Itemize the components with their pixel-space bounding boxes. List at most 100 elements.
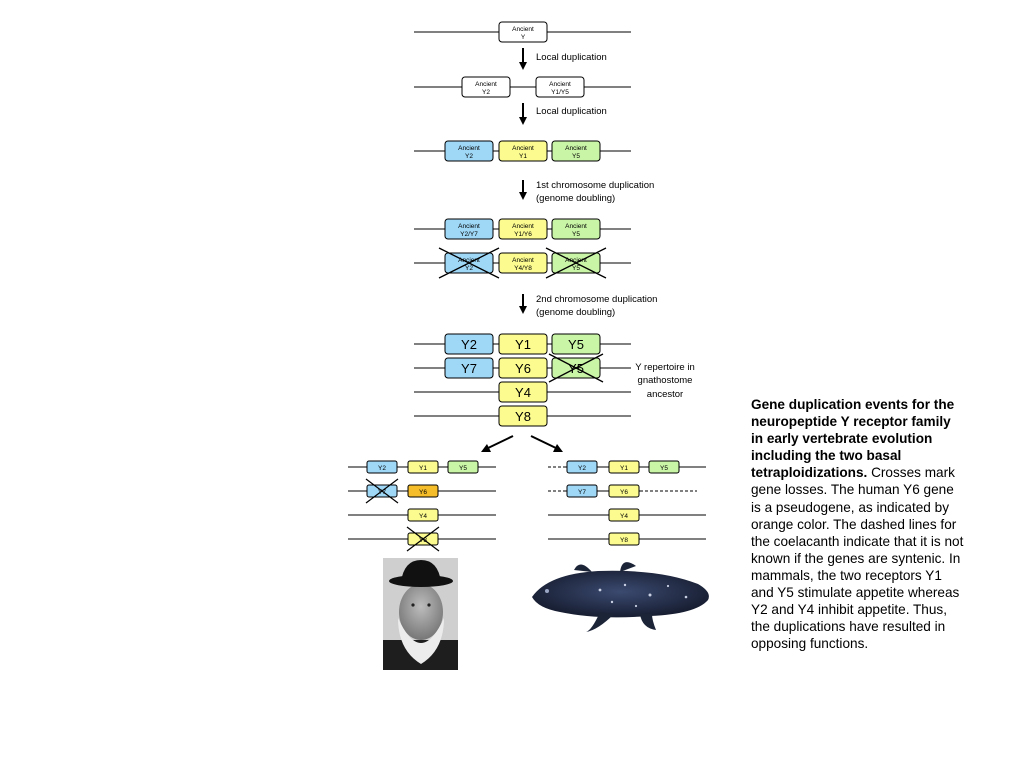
svg-text:Ancient: Ancient — [458, 223, 480, 230]
coelacanth-gene-y7: Y7 — [566, 484, 598, 498]
svg-text:Y8: Y8 — [515, 409, 531, 424]
svg-text:Y1/Y5: Y1/Y5 — [551, 89, 569, 96]
human-gene-y8-lost: Y8 — [406, 526, 440, 552]
svg-text:Y: Y — [521, 34, 526, 41]
gene-y8-ancestor: Y8 — [498, 405, 548, 427]
svg-text:Y2/Y7: Y2/Y7 — [460, 231, 478, 238]
svg-text:Y1: Y1 — [519, 153, 527, 160]
duplication-arrows — [481, 48, 563, 452]
gene-ancient-y2-y7: Ancient Y2/Y7 — [444, 218, 494, 240]
gene-ancient-y5-s4a: Ancient Y5 — [551, 218, 601, 240]
svg-text:Y5: Y5 — [459, 465, 467, 472]
svg-text:ancestor: ancestor — [647, 389, 683, 400]
gene-ancient-y1-y5: Ancient Y1/Y5 — [535, 76, 585, 98]
svg-text:Ancient: Ancient — [565, 145, 587, 152]
svg-text:Y4: Y4 — [419, 513, 427, 520]
human-gene-y5: Y5 — [447, 460, 479, 474]
step-label-4: 2nd chromosome duplication — [536, 294, 657, 305]
svg-text:Y5: Y5 — [572, 153, 580, 160]
step-label-1: Local duplication — [536, 52, 607, 63]
svg-text:Y repertoire in: Y repertoire in — [635, 362, 695, 373]
svg-text:Y4/Y8: Y4/Y8 — [514, 265, 532, 272]
svg-text:Y2: Y2 — [465, 153, 473, 160]
caption-title: Gene duplication events for the neuropep… — [751, 397, 955, 481]
svg-text:Y7: Y7 — [578, 489, 586, 496]
svg-text:Y5: Y5 — [568, 337, 584, 352]
gene-y5-ancestor-lost: Y5 — [548, 353, 604, 383]
coelacanth-gene-y5: Y5 — [648, 460, 680, 474]
svg-text:Ancient: Ancient — [458, 145, 480, 152]
gene-ancient-y2-s3: Ancient Y2 — [444, 140, 494, 162]
svg-text:Ancient: Ancient — [512, 26, 534, 33]
gene-ancient-y1-y6: Ancient Y1/Y6 — [498, 218, 548, 240]
svg-text:Y7: Y7 — [378, 489, 386, 496]
step-label-3-sub: (genome doubling) — [536, 193, 615, 204]
human-gene-y4: Y4 — [407, 508, 439, 522]
coelacanth-gene-y6: Y6 — [608, 484, 640, 498]
coelacanth-fish-image — [532, 562, 709, 632]
svg-text:Ancient: Ancient — [475, 81, 497, 88]
svg-text:Y1: Y1 — [419, 465, 427, 472]
ancestor-note: Y repertoire in gnathostome ancestor — [635, 362, 695, 400]
svg-text:Ancient: Ancient — [565, 257, 587, 264]
svg-text:Ancient: Ancient — [549, 81, 571, 88]
step-label-2: Local duplication — [536, 106, 607, 117]
gene-ancient-y4-y8: Ancient Y4/Y8 — [498, 252, 548, 274]
step-label-3: 1st chromosome duplication — [536, 180, 654, 191]
gene-loss-cross-icon — [365, 478, 399, 504]
svg-text:Y2: Y2 — [378, 465, 386, 472]
svg-text:Y5: Y5 — [660, 465, 668, 472]
svg-text:Y2: Y2 — [578, 465, 586, 472]
svg-text:Ancient: Ancient — [458, 257, 480, 264]
step-label-4-sub: (genome doubling) — [536, 307, 615, 318]
gene-y6-ancestor: Y6 — [498, 357, 548, 379]
human-gene-y1: Y1 — [407, 460, 439, 474]
svg-text:Y6: Y6 — [515, 361, 531, 376]
gene-loss-cross-icon — [438, 247, 500, 279]
svg-text:Y4: Y4 — [515, 385, 531, 400]
svg-text:Y1: Y1 — [620, 465, 628, 472]
gene-ancient-y2-lost: Ancient Y2 — [438, 247, 500, 279]
svg-text:Y7: Y7 — [461, 361, 477, 376]
gene-ancient-y2: Ancient Y2 — [461, 76, 511, 98]
gene-y4-ancestor: Y4 — [498, 381, 548, 403]
svg-text:Y1: Y1 — [515, 337, 531, 352]
svg-text:gnathostome: gnathostome — [638, 375, 693, 386]
svg-text:Ancient: Ancient — [512, 145, 534, 152]
svg-text:Ancient: Ancient — [512, 223, 534, 230]
svg-text:Y6: Y6 — [620, 489, 628, 496]
gene-ancient-y1-s3: Ancient Y1 — [498, 140, 548, 162]
gene-y1-ancestor: Y1 — [498, 333, 548, 355]
human-gene-y2: Y2 — [366, 460, 398, 474]
human-gene-y7-lost: Y7 — [365, 478, 399, 504]
human-gene-y6-pseudogene: Y6 — [407, 484, 439, 498]
svg-text:Y4: Y4 — [620, 513, 628, 520]
gene-ancient-y: Ancient Y — [498, 21, 548, 43]
gene-loss-cross-icon — [545, 247, 607, 279]
svg-text:Y8: Y8 — [620, 537, 628, 544]
svg-text:Y2: Y2 — [482, 89, 490, 96]
coelacanth-gene-y1: Y1 — [608, 460, 640, 474]
svg-text:Ancient: Ancient — [512, 257, 534, 264]
svg-text:Y8: Y8 — [419, 537, 427, 544]
svg-text:Y5: Y5 — [572, 265, 580, 272]
human-portrait — [383, 558, 458, 670]
gene-loss-cross-icon — [406, 526, 440, 552]
svg-text:Ancient: Ancient — [565, 223, 587, 230]
svg-text:Y6: Y6 — [419, 489, 427, 496]
caption-body: Crosses mark gene losses. The human Y6 g… — [751, 465, 964, 652]
svg-text:Y2: Y2 — [465, 265, 473, 272]
gene-ancient-y5-s3: Ancient Y5 — [551, 140, 601, 162]
svg-text:Y1/Y6: Y1/Y6 — [514, 231, 532, 238]
coelacanth-gene-y4: Y4 — [608, 508, 640, 522]
svg-text:Y2: Y2 — [461, 337, 477, 352]
gene-y5-ancestor: Y5 — [551, 333, 601, 355]
coelacanth-gene-y2: Y2 — [566, 460, 598, 474]
gene-ancient-y5-lost: Ancient Y5 — [545, 247, 607, 279]
gene-y7-ancestor: Y7 — [444, 357, 494, 379]
figure-caption: Gene duplication events for the neuropep… — [751, 396, 966, 652]
gene-y2-ancestor: Y2 — [444, 333, 494, 355]
gene-loss-cross-icon — [548, 353, 604, 383]
coelacanth-gene-y8: Y8 — [608, 532, 640, 546]
